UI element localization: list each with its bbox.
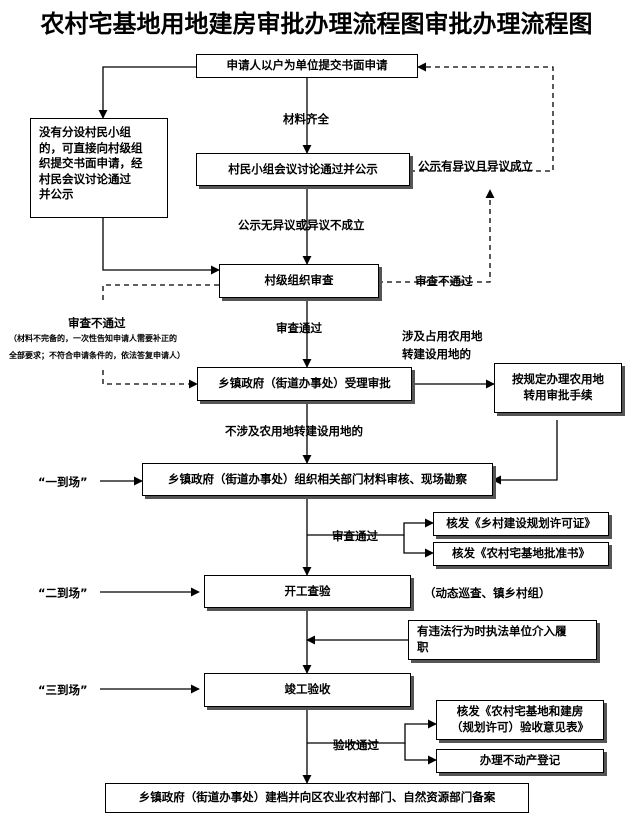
permit-plan-box: 核发《乡村建设规划许可证》 [433,512,609,536]
completion-box: 竣工验收 [204,673,411,707]
label-review-fail-right: 审查不通过 [415,274,473,288]
arrow-fail-left-down [102,370,198,389]
label-review-fail-left: 审查不通过 [68,316,126,330]
arrow-accept-to-property [404,743,437,765]
acceptance-opinion-box: 核发《农村宅基地和建房 （规划许可）验收意见表》 [436,700,604,740]
arrow-pass-to-land [403,535,434,558]
label-arrive-3: “三到场” [38,683,88,697]
no-group-box: 没有分设村民小组 的，可直接向村级组 织提交书面申请，经 村民会议讨论通过 并公… [30,118,168,218]
label-acceptance-pass: 验收通过 [333,738,379,752]
arrow-fail-left [102,284,219,304]
arrow-objection-back [410,62,554,172]
arrow-fail-back [360,189,495,283]
construction-check-box: 开工查验 [204,575,411,608]
label-review-fail-note-1: （材料不完备的，一次性告知申请人需要补正的 [9,334,177,343]
violation-box: 有违法行为时执法单位介入履 职 [408,620,597,660]
arrow-apply-to-nogroup [98,66,196,119]
arrow-pass-to-plan [307,518,434,536]
label-arrive-1: “一到场” [38,475,88,489]
arrow-accept-to-opinion [307,719,437,744]
permit-land-box: 核发《农村宅基地批准书》 [433,542,609,566]
label-audit-pass: 审查通过 [332,529,378,543]
page-title: 农村宅基地用地建房审批办理流程图审批办理流程图 [40,10,593,38]
label-no-farmland: 不涉及农用地转建设用地的 [225,424,363,438]
label-materials-complete: 材料齐全 [283,112,329,126]
farmland-box: 按规定办理农用地 转用审批手续 [494,363,622,413]
label-inspection-note: （动态巡查、镇乡村组） [424,586,551,600]
archive-box: 乡镇政府（街道办事处）建档并向区农业农村部门、自然资源部门备案 [105,783,529,813]
township-accept-box: 乡镇政府（街道办事处）受理审批 [197,367,412,401]
label-objection: 公示有异议且异议成立 [418,159,533,173]
property-registration-box: 办理不动产登记 [436,749,604,773]
township-audit-box: 乡镇政府（街道办事处）组织相关部门材料审核、现场勘察 [142,463,493,496]
label-review-pass: 审查通过 [276,321,322,335]
village-group-box: 村民小组会议讨论通过并公示 [196,153,410,186]
label-no-objection: 公示无异议或异议不成立 [238,218,365,232]
label-farmland-involved: 涉及占用农用地 转建设用地的 [402,329,483,361]
apply-box: 申请人以户为单位提交书面申请 [196,54,418,78]
arrow-nogroup-to-review [102,218,220,275]
label-arrive-2: “二到场” [38,586,88,600]
label-review-fail-note-2: 全部要求；不符合申请条件的，依法答复申请人） [9,351,185,360]
arrow-farmland-to-audit [492,420,558,485]
village-review-box: 村级组织审查 [219,264,379,298]
